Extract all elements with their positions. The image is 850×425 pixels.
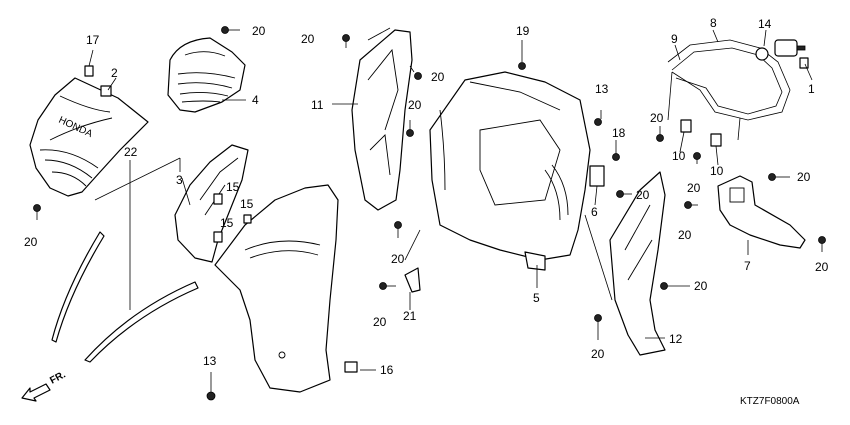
callout-12: 12 <box>669 332 683 346</box>
strip-part-22 <box>51 231 199 363</box>
callout-17: 17 <box>86 33 100 47</box>
clip-part-15-b <box>213 231 223 243</box>
callout-21: 21 <box>403 309 417 323</box>
frame-part-8-9 <box>667 39 791 141</box>
bracket-part-6 <box>589 165 605 187</box>
front-cover-part-2: HONDA <box>29 77 149 197</box>
callout-20-a: 20 <box>252 24 266 38</box>
side-cover-part-11 <box>351 29 413 211</box>
callout-20-l: 20 <box>797 170 811 184</box>
callout-20-h: 20 <box>636 188 650 202</box>
callout-20-c: 20 <box>431 70 445 84</box>
callout-3: 3 <box>176 173 183 187</box>
callout-13-b: 13 <box>203 354 217 368</box>
callout-labels: 1 2 3 4 5 6 7 8 9 10 10 11 12 13 13 14 1… <box>24 16 829 377</box>
callout-20-d: 20 <box>408 98 422 112</box>
clip-part-15-c <box>243 214 252 224</box>
callout-16: 16 <box>380 363 394 377</box>
callout-20-j: 20 <box>687 181 701 195</box>
leader-lines <box>88 27 813 371</box>
callout-10-b: 10 <box>710 164 724 178</box>
callout-20-n: 20 <box>694 279 708 293</box>
callout-20-o: 20 <box>591 347 605 361</box>
callout-15-b: 15 <box>240 197 254 211</box>
callout-2: 2 <box>111 66 118 80</box>
bracket-part-21 <box>404 267 421 293</box>
screw-icons <box>33 26 826 401</box>
direction-label: FR. <box>48 369 68 386</box>
clip-part-10-a <box>680 119 692 133</box>
callout-10-a: 10 <box>672 149 686 163</box>
callout-20-e: 20 <box>24 235 38 249</box>
ignition-lock-part-14 <box>755 39 809 69</box>
tab-part-5 <box>524 251 546 271</box>
callout-20-b: 20 <box>301 32 315 46</box>
front-direction-arrow-icon <box>21 383 51 402</box>
duct-part-4 <box>167 37 246 113</box>
clip-part-15-a <box>213 193 223 205</box>
callout-1: 1 <box>808 82 815 96</box>
callout-19: 19 <box>516 24 530 38</box>
callout-14: 14 <box>758 17 772 31</box>
figure-code: KTZ7F0800A <box>740 396 800 407</box>
callout-15-a: 15 <box>226 180 240 194</box>
callout-20-m: 20 <box>815 260 829 274</box>
front-inner-panel <box>214 184 339 393</box>
callout-15-c: 15 <box>220 216 234 230</box>
callout-7: 7 <box>744 259 751 273</box>
side-cover-part-12 <box>609 171 666 356</box>
callout-20-i: 20 <box>650 111 664 125</box>
callout-22: 22 <box>124 145 138 159</box>
callout-8: 8 <box>710 16 717 30</box>
clip-part-10-b <box>710 133 722 147</box>
inner-rear-box <box>429 71 591 261</box>
callout-18: 18 <box>612 126 626 140</box>
callout-5: 5 <box>533 291 540 305</box>
clip-part-16 <box>344 361 358 373</box>
callout-13-a: 13 <box>595 82 609 96</box>
callout-20-f: 20 <box>391 252 405 266</box>
switch-part-7 <box>717 175 806 249</box>
callout-9: 9 <box>671 32 678 46</box>
callout-11: 11 <box>311 98 324 112</box>
inner-cover-part-3 <box>174 144 249 263</box>
callout-6: 6 <box>591 205 598 219</box>
callout-20-g: 20 <box>373 315 387 329</box>
callout-4: 4 <box>252 93 259 107</box>
callout-20-k: 20 <box>678 228 692 242</box>
